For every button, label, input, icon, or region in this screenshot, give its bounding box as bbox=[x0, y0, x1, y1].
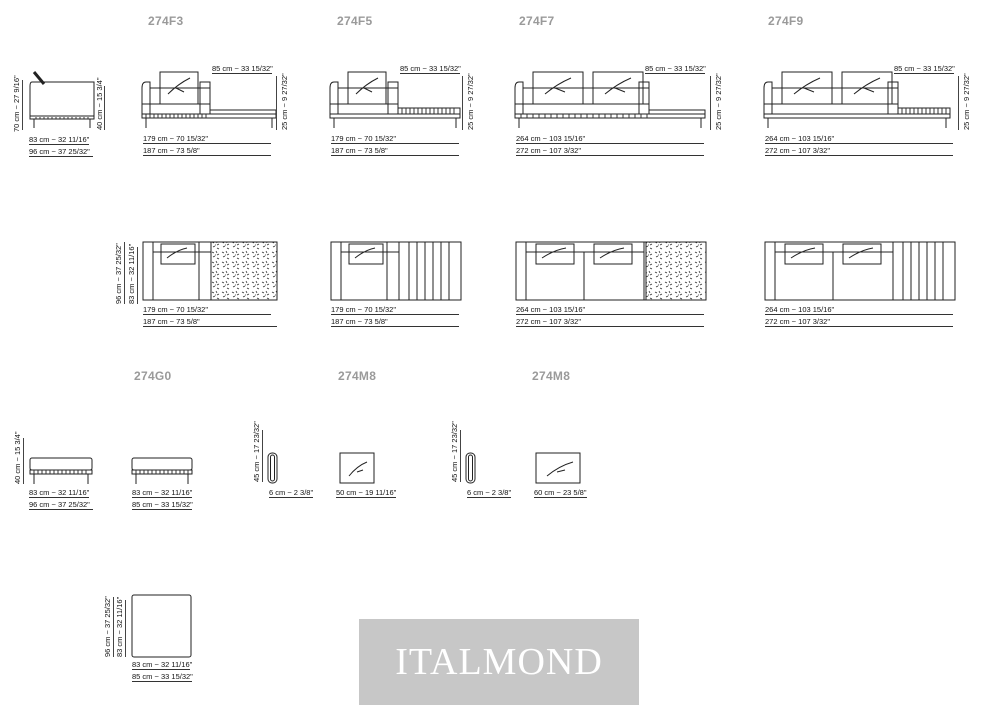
dim-m8a-45: 45 cm ~ 17 23/32" bbox=[252, 421, 261, 482]
dim-side-depth-83: 83 cm ~ 32 11/16" bbox=[29, 135, 90, 145]
dim-274f5-plan-179: 179 cm ~ 70 15/32" bbox=[331, 305, 459, 315]
ottoman-plan-v-outer bbox=[113, 597, 114, 657]
sofa-274f7-front bbox=[514, 71, 706, 128]
dim-274f5-187: 187 cm ~ 73 5/8" bbox=[331, 146, 459, 156]
dim-ottoman-front-85: 85 cm ~ 33 15/32" bbox=[132, 500, 193, 510]
dim-274f3-25: 25 cm ~ 9 27/32" bbox=[280, 73, 289, 130]
dim-side-height: 70 cm ~ 27 9/16" bbox=[12, 75, 21, 132]
dim-274f9-272: 272 cm ~ 107 3/32" bbox=[765, 146, 953, 156]
dim-274f7-85: 85 cm ~ 33 15/32" bbox=[645, 64, 706, 74]
274f3-plan-v-inner bbox=[137, 247, 138, 304]
sofa-274f5-front bbox=[329, 71, 461, 128]
dim-ottoman-96: 96 cm ~ 37 25/32" bbox=[29, 500, 93, 510]
dim-274f3-plan-96: 96 cm ~ 37 25/32" bbox=[114, 243, 123, 304]
274f3-v-line bbox=[276, 76, 277, 130]
dim-m8a-6: 6 cm ~ 2 3/8" bbox=[269, 488, 314, 498]
m8a-v-line bbox=[262, 430, 263, 482]
logo-text: ITALMOND bbox=[395, 641, 603, 683]
dim-ottoman-40: 40 cm ~ 15 3/4" bbox=[13, 431, 22, 485]
code-274f7: 274F7 bbox=[519, 14, 555, 28]
dim-ottoman-front-83: 83 cm ~ 32 11/16" bbox=[132, 488, 193, 498]
sofa-274f3-plan bbox=[142, 241, 278, 301]
dim-ottoman-plan-83h: 83 cm ~ 32 11/16" bbox=[132, 660, 193, 670]
code-274f9: 274F9 bbox=[768, 14, 804, 28]
side-height-line bbox=[22, 80, 23, 130]
sofa-274f9-front bbox=[763, 71, 951, 128]
dim-side-depth-96: 96 cm ~ 37 25/32" bbox=[29, 147, 93, 157]
274f7-v-line bbox=[710, 76, 711, 130]
dim-274f3-plan-83: 83 cm ~ 32 11/16" bbox=[127, 243, 136, 304]
ottoman-plan-v-inner bbox=[125, 600, 126, 657]
sofa-274f3-front bbox=[141, 71, 277, 128]
274f5-v-line bbox=[462, 76, 463, 130]
dim-274f3-85: 85 cm ~ 33 15/32" bbox=[212, 64, 273, 74]
sofa-274f5-plan bbox=[330, 241, 462, 301]
dim-274f3-187: 187 cm ~ 73 5/8" bbox=[143, 146, 271, 156]
dim-ottoman-plan-83: 83 cm ~ 32 11/16" bbox=[115, 596, 124, 657]
dim-274f7-plan-272: 272 cm ~ 107 3/32" bbox=[516, 317, 704, 327]
table-274m8-b-front bbox=[535, 452, 581, 484]
dim-ottoman-plan-85h: 85 cm ~ 33 15/32" bbox=[132, 672, 193, 682]
ottoman-274g0-front bbox=[131, 457, 193, 484]
code-274g0: 274G0 bbox=[134, 369, 172, 383]
dim-274f7-272: 272 cm ~ 107 3/32" bbox=[516, 146, 704, 156]
code-274m8-a: 274M8 bbox=[338, 369, 377, 383]
table-274m8-b-side bbox=[465, 452, 476, 484]
dim-274f7-264: 264 cm ~ 103 15/16" bbox=[516, 134, 704, 144]
dim-m8a-50: 50 cm ~ 19 11/16" bbox=[336, 488, 397, 498]
italmond-logo: ITALMOND bbox=[359, 619, 639, 705]
code-274f3: 274F3 bbox=[148, 14, 184, 28]
side-seat-line bbox=[104, 86, 105, 130]
ottoman-v-line bbox=[23, 438, 24, 484]
dim-274f9-plan-264: 264 cm ~ 103 15/16" bbox=[765, 305, 953, 315]
dim-m8b-6: 6 cm ~ 2 3/8" bbox=[467, 488, 512, 498]
dim-m8b-60: 60 cm ~ 23 5/8" bbox=[534, 488, 587, 498]
table-274m8-a-side bbox=[267, 452, 278, 484]
dim-m8b-45: 45 cm ~ 17 23/32" bbox=[450, 421, 459, 482]
dim-ottoman-83: 83 cm ~ 32 11/16" bbox=[29, 488, 90, 498]
dim-274f9-plan-272: 272 cm ~ 107 3/32" bbox=[765, 317, 953, 327]
dim-274f7-plan-264: 264 cm ~ 103 15/16" bbox=[516, 305, 704, 315]
dim-274f9-25: 25 cm ~ 9 27/32" bbox=[962, 73, 971, 130]
sofa-274f7-plan bbox=[515, 241, 707, 301]
dim-274f5-179: 179 cm ~ 70 15/32" bbox=[331, 134, 459, 144]
code-274f5: 274F5 bbox=[337, 14, 373, 28]
274f9-v-line bbox=[958, 76, 959, 130]
dim-274f7-25: 25 cm ~ 9 27/32" bbox=[714, 73, 723, 130]
side-view-drawing bbox=[29, 71, 95, 128]
dim-274f3-179: 179 cm ~ 70 15/32" bbox=[143, 134, 271, 144]
274f3-plan-v-outer bbox=[124, 242, 125, 304]
dim-ottoman-plan-96: 96 cm ~ 37 25/32" bbox=[103, 596, 112, 657]
dim-274f9-85: 85 cm ~ 33 15/32" bbox=[894, 64, 955, 74]
dim-274f3-plan-179: 179 cm ~ 70 15/32" bbox=[143, 305, 271, 315]
dim-side-seat: 40 cm ~ 15 3/4" bbox=[95, 77, 104, 131]
ottoman-274g0-side bbox=[29, 457, 93, 484]
sofa-274f9-plan bbox=[764, 241, 956, 301]
dim-274f5-plan-187: 187 cm ~ 73 5/8" bbox=[331, 317, 459, 327]
ottoman-274g0-plan bbox=[131, 594, 192, 658]
dim-274f5-85: 85 cm ~ 33 15/32" bbox=[400, 64, 461, 74]
table-274m8-a-front bbox=[339, 452, 375, 484]
dim-274f9-264: 264 cm ~ 103 15/16" bbox=[765, 134, 953, 144]
m8b-v-line bbox=[460, 430, 461, 482]
dim-274f3-plan-187: 187 cm ~ 73 5/8" bbox=[143, 317, 277, 327]
dim-274f5-25: 25 cm ~ 9 27/32" bbox=[466, 73, 475, 130]
code-274m8-b: 274M8 bbox=[532, 369, 571, 383]
